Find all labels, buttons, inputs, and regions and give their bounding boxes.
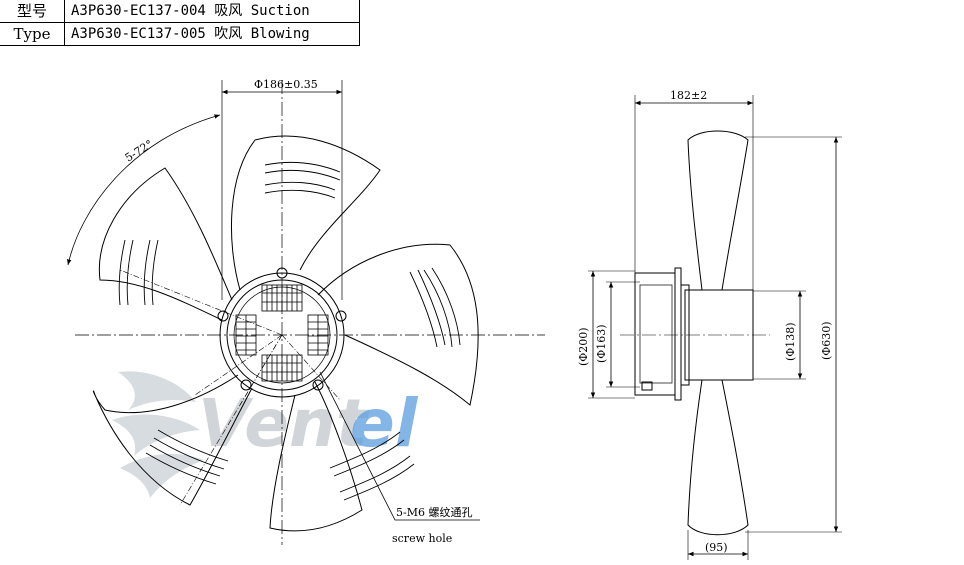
spec-header-type: Type <box>0 22 65 46</box>
watermark-text-blue: el <box>350 385 419 462</box>
watermark-logo: Vent el <box>112 371 419 498</box>
dim-fan-diameter: (Φ630) <box>820 321 833 360</box>
front-view <box>67 80 545 545</box>
dim-hub-diameter-side: (Φ138) <box>784 322 797 361</box>
spec-table: 型号 A3P630-EC137-004 吸风 Suction Type A3P6… <box>0 0 360 46</box>
motor-hub <box>119 267 347 506</box>
spec-value-blowing: A3P630-EC137-005 吹风 Blowing <box>64 22 360 46</box>
dim-outer-diameter: (Φ200) <box>577 327 590 366</box>
fan-blade <box>269 381 363 532</box>
dim-depth: 182±2 <box>670 89 707 102</box>
spec-header-model: 型号 <box>0 0 65 23</box>
dim-inner-diameter: (Φ163) <box>595 324 608 363</box>
dim-hub-diameter: Φ186±0.35 <box>254 78 318 91</box>
fan-blade <box>92 374 253 506</box>
spec-row: Type A3P630-EC137-005 吹风 Blowing <box>0 22 360 46</box>
screw-callout-en: screw hole <box>392 532 452 545</box>
side-view <box>588 95 842 560</box>
watermark-text-gray: Vent <box>198 385 370 462</box>
dim-blade-angle: 5-72° <box>123 138 156 165</box>
fan-blade <box>230 135 381 291</box>
screw-callout: 5-M6 螺纹通孔 <box>396 505 472 519</box>
fan-blade <box>317 243 479 406</box>
dim-blade-width: (95) <box>705 541 728 554</box>
